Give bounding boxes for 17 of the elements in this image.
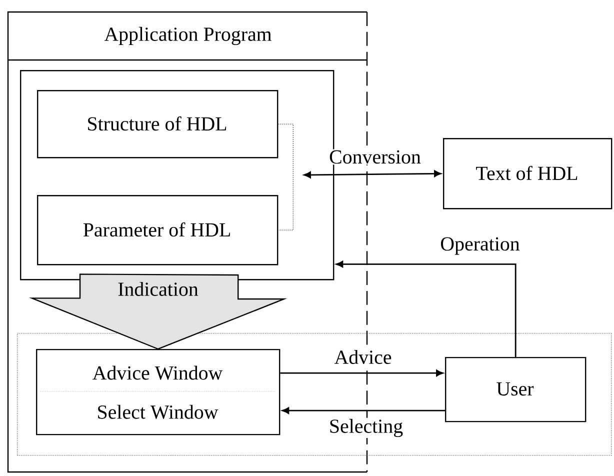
block-arrow xyxy=(28,274,288,350)
edge-label: Indication xyxy=(116,280,200,297)
group-box xyxy=(17,333,612,456)
bracket-line xyxy=(278,124,294,231)
arrow xyxy=(280,370,444,376)
window-box: Advice Window Select Window xyxy=(36,349,280,436)
edge-label: Conversion xyxy=(328,149,422,165)
user-box: User xyxy=(445,357,586,422)
process-box: Parameter of HDL xyxy=(37,195,278,266)
process-box: Structure of HDL xyxy=(37,90,278,158)
edge-label: Operation xyxy=(439,236,521,256)
arrow xyxy=(336,260,516,357)
edge-label: Advice xyxy=(333,348,393,365)
arrow xyxy=(282,407,445,414)
double-arrow xyxy=(304,170,442,178)
text-box: Text of HDL xyxy=(443,138,612,210)
edge-label: Selecting xyxy=(328,418,404,438)
